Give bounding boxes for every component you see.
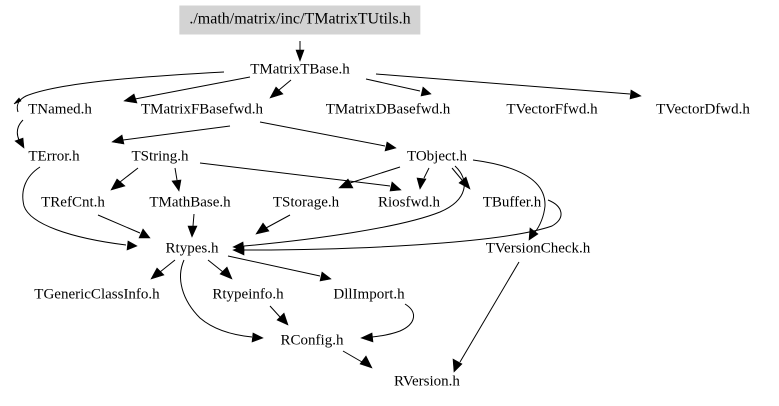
arrowhead-rtypes-to-tgenericclassinfo — [150, 267, 165, 280]
node-rtypeinfo[interactable]: Rtypeinfo.h — [212, 286, 284, 303]
edge-tobject-to-tversioncheck — [472, 159, 546, 233]
arrowhead-tmatrixtbase-to-tmatrixdbasefwd — [269, 86, 284, 99]
edge-tmatrixtbase-to-tvectordfwd — [375, 73, 631, 95]
node-tvectordfwd[interactable]: TVectorDfwd.h — [656, 101, 750, 118]
edge-tstring-to-tmathbase — [174, 167, 178, 181]
arrowhead-dllimport-to-rconfig — [360, 332, 374, 343]
edge-tstorage-to-rtypes — [265, 214, 291, 229]
arrowhead-tstring-to-trefcnt — [110, 178, 126, 191]
arrowhead-tobject-to-tstorage — [338, 178, 354, 189]
node-tstorage[interactable]: TStorage.h — [272, 194, 340, 211]
edge-rconfig-to-rversion — [342, 350, 363, 363]
edge-dllimport-to-rconfig — [371, 303, 414, 338]
node-dllimport[interactable]: DllImport.h — [333, 286, 405, 303]
arrowhead-tobject-to-riosfwd — [416, 177, 427, 190]
node-tmatrixtbase[interactable]: TMatrixTBase.h — [250, 61, 350, 78]
edge-terror-to-rtypes — [22, 166, 127, 246]
edge-tnamed-to-tstring — [122, 125, 231, 141]
edge-tobject-to-tstorage — [349, 166, 401, 184]
node-tstring[interactable]: TString.h — [131, 148, 189, 165]
node-terror[interactable]: TError.h — [28, 148, 80, 165]
arrowhead-tstring-to-riosfwd — [389, 181, 402, 192]
edge-trefcnt-to-rtypes — [97, 214, 141, 234]
edge-rtypes-to-rconfig — [180, 259, 253, 338]
node-tmatrixdbasefwd[interactable]: TMatrixDBasefwd.h — [325, 101, 451, 118]
edge-tbuffer-to-rtypes — [243, 199, 562, 251]
node-rtypes[interactable]: Rtypes.h — [165, 240, 219, 257]
edge-tstring-to-trefcnt — [119, 167, 139, 183]
edge-tnamed-to-tobject — [259, 121, 386, 147]
edge-rtypes-to-rtypeinfo — [207, 259, 224, 273]
node-tobject[interactable]: TObject.h — [406, 148, 468, 165]
arrowhead-tbuffer-to-rtypes — [232, 245, 245, 256]
node-riosfwd[interactable]: Riosfwd.h — [377, 194, 441, 211]
arrowhead-terror-to-rtypes — [126, 240, 138, 251]
arrowhead-trefcnt-to-rtypes — [138, 228, 151, 239]
node-tgenericclassinfo[interactable]: TGenericClassInfo.h — [34, 286, 160, 303]
arrowhead-rtypes-to-rtypeinfo — [219, 266, 233, 280]
arrowhead-rtypes-to-rconfig — [251, 332, 264, 343]
arrowhead-tnamed-to-tobject — [384, 141, 397, 152]
arrowhead-tmathbase-to-rtypes — [187, 225, 198, 238]
edge-tstring-to-riosfwd — [199, 162, 391, 187]
edge-tobject-to-rtypes — [243, 165, 465, 247]
arrowhead-tversioncheck-to-rversion — [452, 358, 463, 373]
node-tvectorffwd[interactable]: TVectorFfwd.h — [506, 101, 598, 118]
arrowhead-tmatrixtbase-to-tvectorffwd — [420, 86, 432, 97]
edge-tnamed-to-terror — [16, 119, 24, 141]
node-tmatrixfbasefwd[interactable]: TMatrixFBasefwd.h — [140, 101, 264, 118]
arrowhead-root-to-tmatrixtbase — [295, 49, 305, 62]
arrowhead-tstring-to-tmathbase — [171, 179, 182, 192]
edge-tmathbase-to-rtypes — [192, 213, 195, 227]
node-root-tmatrixtutils[interactable]: ./math/matrix/inc/TMatrixTUtils.h — [179, 5, 421, 35]
node-trefcnt[interactable]: TRefCnt.h — [41, 194, 105, 211]
edge-rtypeinfo-to-rconfig — [269, 305, 281, 318]
node-tmathbase[interactable]: TMathBase.h — [149, 194, 231, 211]
node-tbuffer[interactable]: TBuffer.h — [482, 194, 542, 211]
edge-tmatrixtbase-to-tmatrixfbasefwd — [134, 76, 251, 100]
arrowhead-tmatrixtbase-to-tmatrixfbasefwd — [123, 93, 138, 104]
arrowhead-rtypeinfo-to-rconfig — [276, 312, 289, 326]
arrowhead-tstorage-to-rtypes — [255, 222, 270, 235]
edge-tversioncheck-to-rversion — [459, 261, 520, 363]
node-rversion[interactable]: RVersion.h — [394, 373, 460, 390]
edge-tobject-to-riosfwd — [423, 167, 430, 179]
node-rconfig[interactable]: RConfig.h — [280, 332, 344, 349]
edge-rtypes-to-dllimport — [227, 255, 321, 277]
node-tnamed[interactable]: TNamed.h — [28, 101, 92, 118]
arrowhead-tnamed-to-terror — [14, 137, 25, 149]
arrowhead-rtypes-to-dllimport — [319, 271, 332, 282]
edges-group — [13, 41, 642, 373]
edge-tmatrixtbase-to-tvectorffwd — [365, 78, 421, 92]
arrowhead-tnamed-to-tstring — [111, 134, 125, 145]
edge-tobject-to-tbuffer — [451, 167, 463, 181]
edge-tmatrixtbase-to-tnamed — [16, 71, 225, 113]
arrowhead-tmatrixtbase-to-tvectordfwd — [629, 89, 642, 100]
node-tversioncheck[interactable]: TVersionCheck.h — [485, 240, 591, 257]
edge-tmatrixtbase-to-tmatrixdbasefwd — [278, 79, 292, 91]
arrowhead-tmatrixtbase-to-tnamed — [13, 97, 22, 105]
arrowhead-rconfig-to-rversion — [359, 355, 373, 369]
edge-rtypes-to-tgenericclassinfo — [159, 259, 176, 273]
